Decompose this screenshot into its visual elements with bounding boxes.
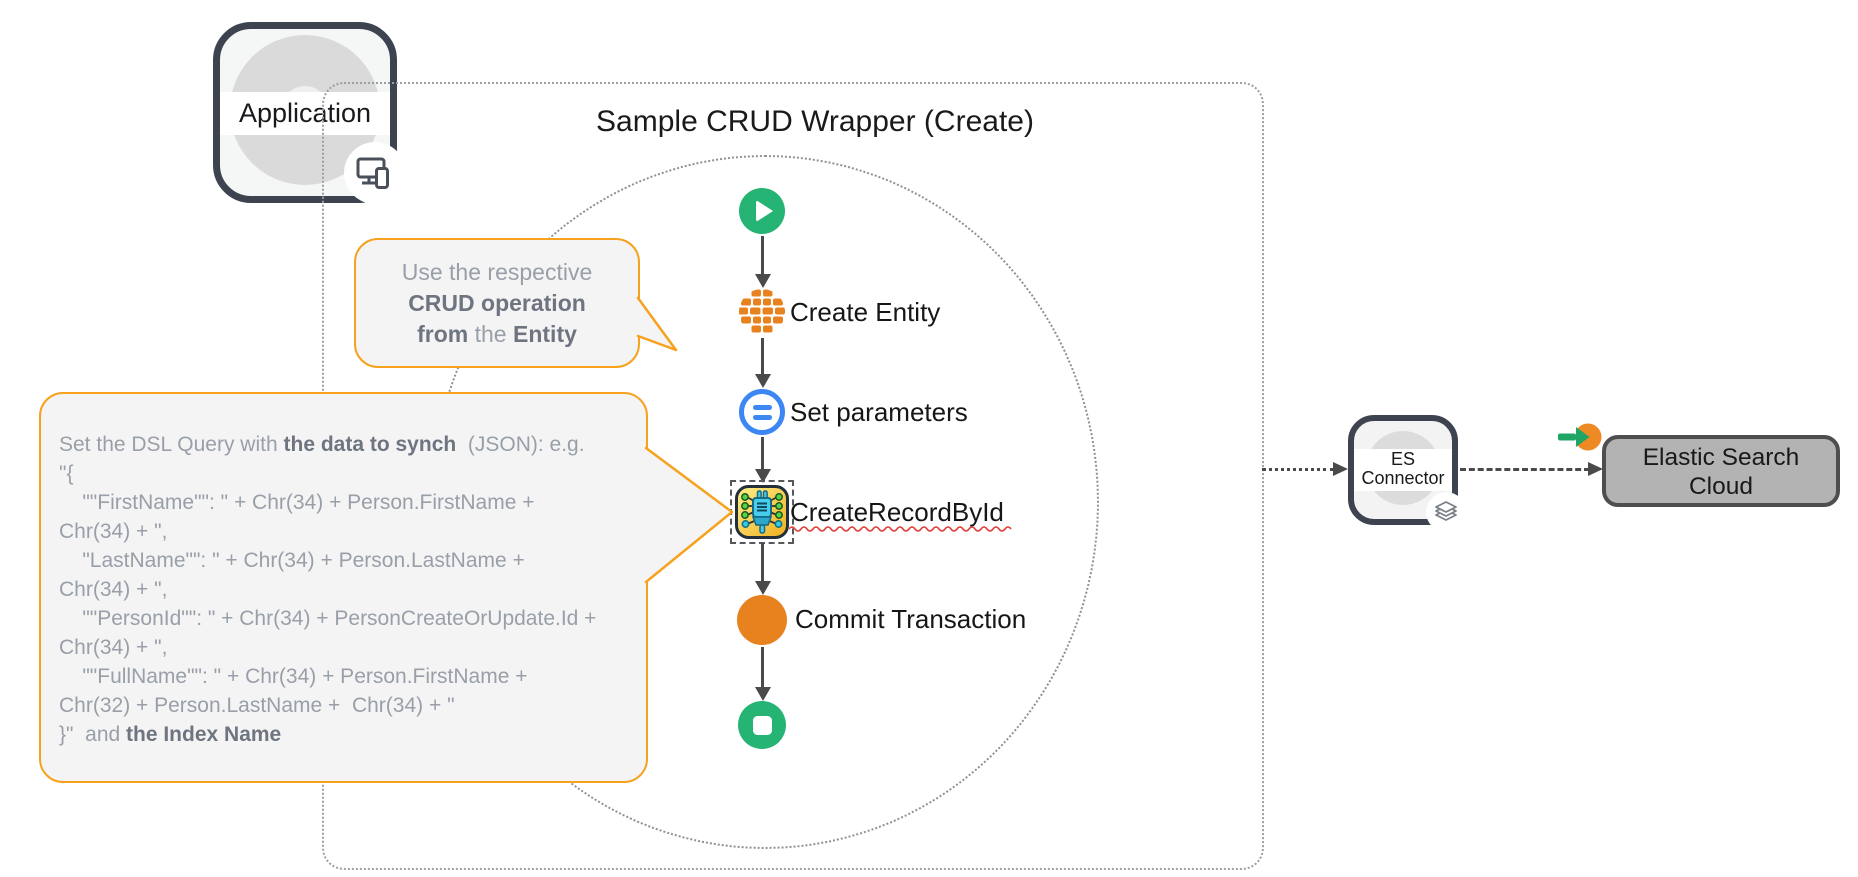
ingest-pacman-icon [1558,423,1602,451]
set-parameters-node[interactable] [739,389,785,435]
flow-arrow [754,647,771,701]
stop-node[interactable] [738,701,786,749]
application-label-band [220,92,390,135]
create-record-label: CreateRecordById [790,497,1004,527]
callout-line: ""FullName"": " + Chr(34) + Person.First… [59,665,528,688]
spellcheck-squiggle [789,526,1012,532]
commit-transaction-node[interactable] [737,595,787,645]
start-node[interactable] [739,188,785,234]
flow-arrow [754,338,771,388]
callout-line: ""FirstName"": " + Chr(34) + Person.Firs… [59,491,535,514]
callout-line: ""PersonId"": " + Chr(34) + PersonCreate… [59,607,597,630]
create-record-node[interactable] [730,480,794,544]
callout-line: Chr(34) + ", [59,636,168,659]
es-connector-node[interactable]: ES Connector [1348,415,1458,525]
devices-badge [344,142,406,204]
elastic-search-cloud-node[interactable]: Elastic Search Cloud [1602,435,1840,507]
es-label-band [1354,449,1452,491]
stop-icon [752,715,772,735]
elastic-label-line1: Elastic Search [1642,444,1800,471]
callout-line: Chr(34) + ", [59,578,168,601]
es-label-line1: ES [1390,449,1415,469]
flow-arrow [754,236,771,288]
es-connector-label: ES Connector [1354,450,1452,488]
es-label-line2: Connector [1361,468,1445,488]
callout-line: }" and the Index Name [59,723,282,746]
flow-arrow [754,437,771,483]
callout-line: "{ [59,462,74,485]
callout-line: from the Entity [417,321,577,347]
callout-crud-tail [636,296,678,352]
dotted-connector-line [1262,468,1334,471]
entity-globe-icon [739,289,785,333]
callout-line: Set the DSL Query with the data to synch… [59,433,585,456]
commit-transaction-label: Commit Transaction [795,604,1027,634]
diagram-title: Sample CRUD Wrapper (Create) [596,105,1034,138]
set-parameters-label: Set parameters [790,397,968,427]
flow-arrow [754,543,771,595]
create-entity-node[interactable] [738,288,786,336]
elastic-label-line2: Cloud [1688,473,1753,500]
callout-line: Chr(32) + Person.LastName + Chr(34) + " [59,694,455,717]
monitor-phone-icon [356,157,389,189]
dashed-connector-arrowhead [1588,462,1603,476]
connector-plug-icon [735,485,789,539]
callout-line: CRUD operation [408,290,586,316]
dotted-connector-arrowhead [1333,462,1348,476]
layers-badge [1426,492,1466,532]
layers-icon [1435,501,1457,521]
application-label: Application [238,98,372,128]
callout-dsl-query: Set the DSL Query with the data to synch… [39,392,648,783]
callout-line: Use the respective [401,259,593,285]
dashed-connector-line [1460,468,1590,471]
callout-line: Chr(34) + ", [59,520,168,543]
callout-dsl-tail [644,446,734,584]
equals-icon [752,404,772,410]
play-icon [756,200,773,222]
application-node[interactable]: Application [213,22,397,203]
callout-line: "LastName"": " + Chr(34) + Person.LastNa… [59,549,525,572]
create-entity-label: Create Entity [790,297,941,327]
